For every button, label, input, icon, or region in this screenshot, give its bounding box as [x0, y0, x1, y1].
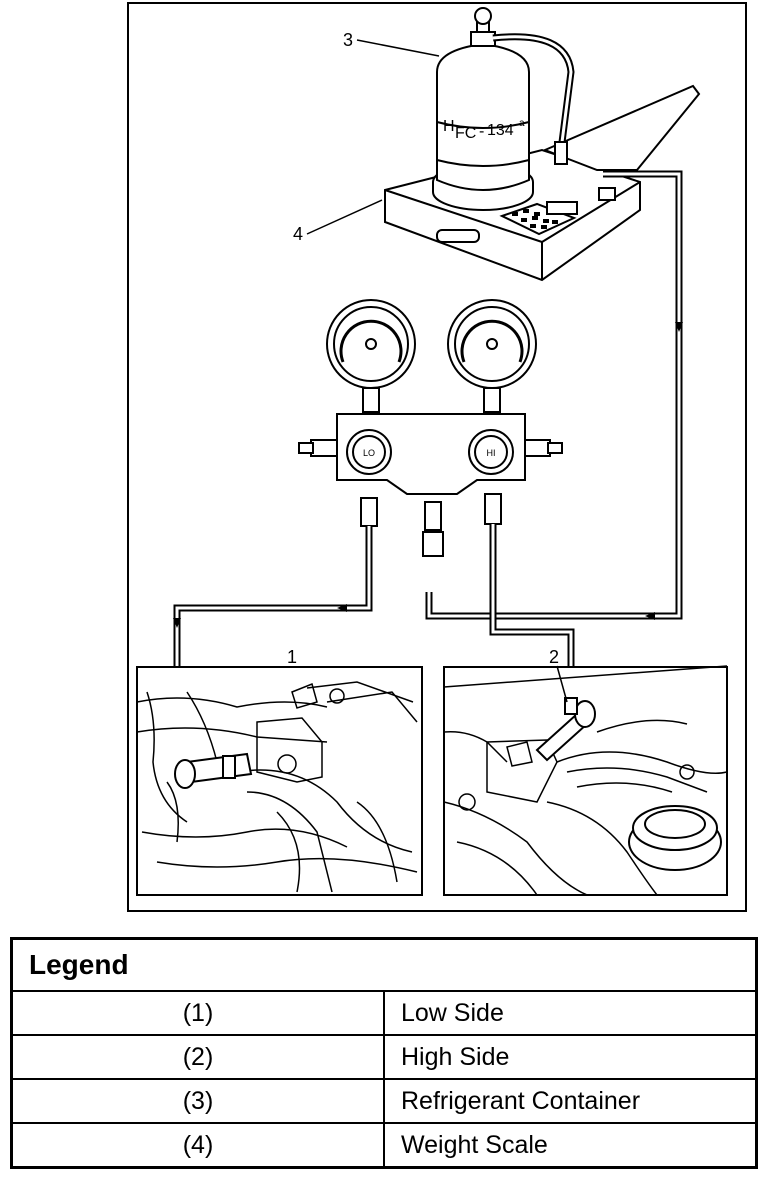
- legend-description: High Side: [383, 1034, 758, 1080]
- legend-number: (1): [10, 990, 385, 1036]
- ac-charging-diagram: H FC - 134 a LO HI: [127, 2, 747, 912]
- legend-description: Refrigerant Container: [383, 1078, 758, 1124]
- cylinder-label-sup: a: [519, 118, 525, 129]
- cylinder-label-dash: -: [479, 123, 484, 140]
- legend-title: Legend: [10, 937, 758, 992]
- high-side-inset: [443, 665, 728, 896]
- low-knob-label: LO: [363, 448, 375, 458]
- legend-description: Low Side: [383, 990, 758, 1036]
- legend-description: Weight Scale: [383, 1122, 758, 1169]
- legend-table: Legend (1) Low Side (2) High Side (3) Re…: [10, 937, 758, 1169]
- high-knob-label: HI: [487, 448, 496, 458]
- legend-number: (3): [10, 1078, 385, 1124]
- high-side-gauge: [447, 299, 537, 413]
- low-side-inset: [136, 666, 423, 896]
- legend-row: (4) Weight Scale: [10, 1122, 758, 1169]
- manifold: LO HI: [298, 413, 563, 557]
- legend-number: (4): [10, 1122, 385, 1169]
- cylinder-label-fc: FC: [455, 125, 476, 142]
- callout-4: 4: [293, 224, 303, 244]
- legend-row: (3) Refrigerant Container: [10, 1078, 758, 1124]
- low-side-gauge: [326, 299, 416, 413]
- legend-row: (2) High Side: [10, 1034, 758, 1080]
- callout-2: 2: [549, 647, 559, 667]
- legend-number: (2): [10, 1034, 385, 1080]
- cylinder-label-h: H: [443, 118, 455, 135]
- callout-3: 3: [343, 30, 353, 50]
- legend-header-row: Legend: [10, 937, 758, 992]
- scale-lid: [542, 84, 701, 171]
- cylinder-label-num: 134: [487, 122, 514, 139]
- legend-row: (1) Low Side: [10, 990, 758, 1036]
- illustration-frame: H FC - 134 a LO HI: [127, 2, 747, 912]
- callout-1: 1: [287, 647, 297, 667]
- refrigerant-container: H FC - 134 a: [432, 7, 534, 211]
